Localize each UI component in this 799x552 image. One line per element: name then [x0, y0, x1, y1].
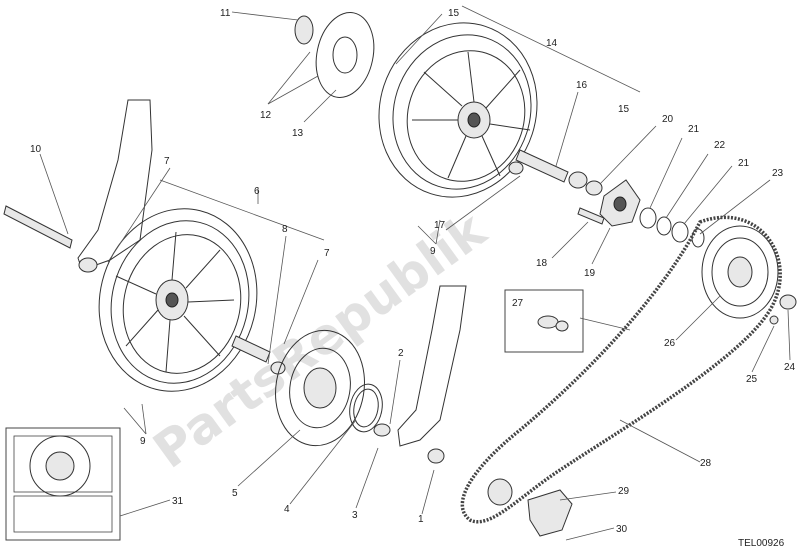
bearings — [639, 207, 705, 248]
callout-3: 3 — [352, 510, 358, 521]
callout-20: 20 — [662, 114, 674, 125]
drive-chain — [460, 215, 782, 524]
callout-21: 21 — [688, 124, 700, 135]
drawing-code: TEL00926 — [738, 538, 785, 549]
rear-brake-disc — [294, 12, 375, 98]
callout-28: 28 — [700, 458, 712, 469]
callout-7-b: 7 — [324, 248, 330, 259]
callout-21-b: 21 — [738, 158, 750, 169]
callout-16: 16 — [576, 80, 588, 91]
callout-2: 2 — [398, 348, 404, 359]
rear-wheel — [378, 22, 538, 198]
callout-17: 17 — [434, 220, 446, 231]
callout-labels: 11 15 14 12 13 16 15 20 10 7 6 21 22 21 … — [30, 8, 796, 535]
callout-15-b: 15 — [618, 104, 630, 115]
leader-lines — [39, 5, 791, 541]
callout-15: 15 — [448, 8, 460, 19]
callout-12: 12 — [260, 110, 272, 121]
callout-29: 29 — [618, 486, 630, 497]
callout-30: 30 — [616, 524, 628, 535]
callout-13: 13 — [292, 128, 304, 139]
rear-sprocket — [701, 225, 797, 325]
inset-chain-link — [504, 289, 584, 353]
callout-11: 11 — [220, 8, 231, 19]
callout-9-b: 9 — [140, 436, 146, 447]
callout-8: 8 — [282, 224, 288, 235]
callout-22: 22 — [714, 140, 726, 151]
callout-9: 9 — [430, 246, 436, 257]
rear-axle-parts — [508, 149, 605, 225]
front-fork-left — [77, 99, 153, 273]
sensor-ring — [349, 383, 383, 433]
front-axle — [3, 205, 73, 249]
callout-6: 6 — [254, 186, 260, 197]
callout-5: 5 — [232, 488, 238, 499]
callout-25: 25 — [746, 374, 758, 385]
callout-23: 23 — [772, 168, 784, 179]
callout-14: 14 — [546, 38, 558, 49]
callout-18: 18 — [536, 258, 548, 269]
callout-19: 19 — [584, 268, 596, 279]
callout-4: 4 — [284, 504, 290, 515]
callout-27: 27 — [512, 298, 524, 309]
callout-1: 1 — [418, 514, 424, 525]
sprocket-carrier — [599, 179, 641, 227]
callout-31: 31 — [172, 496, 184, 507]
watermark: PartsRepublik — [143, 200, 498, 480]
front-wheel — [98, 208, 258, 392]
callout-7: 7 — [164, 156, 170, 167]
inset-sprocket-box — [5, 427, 121, 541]
front-brake-disc — [275, 329, 365, 447]
front-sprocket — [487, 478, 573, 537]
front-fork-right — [373, 285, 467, 464]
callout-24: 24 — [784, 362, 796, 373]
callout-26: 26 — [664, 338, 676, 349]
callout-10: 10 — [30, 144, 42, 155]
